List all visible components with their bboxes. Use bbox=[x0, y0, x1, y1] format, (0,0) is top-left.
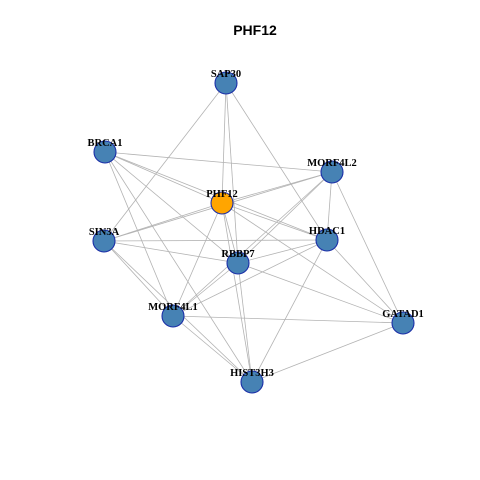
edge-hdac1-morf4l1 bbox=[172, 239, 328, 317]
edge-brca1-hist3h3 bbox=[104, 151, 253, 383]
node-morf4l2[interactable] bbox=[320, 160, 344, 184]
edge-sin3a-hdac1 bbox=[103, 239, 328, 242]
edge-phf12-hist3h3 bbox=[221, 202, 253, 383]
node-sin3a[interactable] bbox=[92, 229, 116, 253]
edge-rbbp7-gatad1 bbox=[237, 262, 404, 324]
node-morf4l1[interactable] bbox=[161, 304, 185, 328]
node-label-morf4l1: MORF4L1 bbox=[148, 302, 198, 313]
edge-hdac1-rbbp7 bbox=[237, 239, 328, 264]
node-label-phf12: PHF12 bbox=[206, 189, 238, 200]
node-label-sap30: SAP30 bbox=[211, 69, 241, 80]
node-label-hist3h3: HIST3H3 bbox=[230, 368, 274, 379]
node-label-morf4l2: MORF4L2 bbox=[307, 158, 357, 169]
node-label-sin3a: SIN3A bbox=[89, 227, 120, 238]
node-label-rbbp7: RBBP7 bbox=[221, 249, 254, 260]
edge-hdac1-gatad1 bbox=[326, 239, 404, 324]
edge-morf4l2-morf4l1 bbox=[172, 171, 333, 317]
node-label-brca1: BRCA1 bbox=[87, 138, 122, 149]
node-label-hdac1: HDAC1 bbox=[309, 226, 345, 237]
node-rbbp7[interactable] bbox=[226, 251, 250, 275]
edge-brca1-phf12 bbox=[104, 151, 223, 204]
node-gatad1[interactable] bbox=[391, 311, 415, 335]
edge-morf4l1-gatad1 bbox=[172, 315, 404, 324]
edge-phf12-sin3a bbox=[103, 202, 223, 242]
edge-layer bbox=[103, 82, 404, 383]
edge-morf4l2-gatad1 bbox=[331, 171, 404, 324]
graph-title: PHF12 bbox=[233, 22, 277, 38]
edge-phf12-gatad1 bbox=[221, 202, 404, 324]
edge-sap30-sin3a bbox=[103, 82, 227, 242]
edge-brca1-rbbp7 bbox=[104, 151, 239, 264]
edge-brca1-morf4l2 bbox=[104, 151, 333, 173]
node-sap30[interactable] bbox=[214, 71, 238, 95]
edge-morf4l1-hist3h3 bbox=[172, 315, 253, 383]
edge-sap30-rbbp7 bbox=[225, 82, 239, 264]
edge-rbbp7-morf4l1 bbox=[172, 262, 239, 317]
node-hdac1[interactable] bbox=[315, 228, 339, 252]
node-brca1[interactable] bbox=[93, 140, 117, 164]
edge-gatad1-hist3h3 bbox=[251, 322, 404, 383]
edge-rbbp7-hist3h3 bbox=[237, 262, 253, 383]
node-label-gatad1: GATAD1 bbox=[382, 309, 424, 320]
edge-sin3a-rbbp7 bbox=[103, 240, 239, 264]
edge-morf4l2-rbbp7 bbox=[237, 171, 333, 264]
edge-phf12-morf4l1 bbox=[172, 202, 223, 317]
edge-sap30-phf12 bbox=[221, 82, 227, 204]
edge-sap30-hdac1 bbox=[225, 82, 328, 241]
node-phf12[interactable] bbox=[210, 191, 234, 215]
node-hist3h3[interactable] bbox=[240, 370, 264, 394]
node-layer bbox=[92, 71, 415, 394]
edge-brca1-morf4l1 bbox=[104, 151, 174, 317]
edge-hdac1-hist3h3 bbox=[251, 239, 328, 383]
edge-sin3a-morf4l1 bbox=[103, 240, 174, 317]
edge-phf12-hdac1 bbox=[221, 202, 328, 241]
